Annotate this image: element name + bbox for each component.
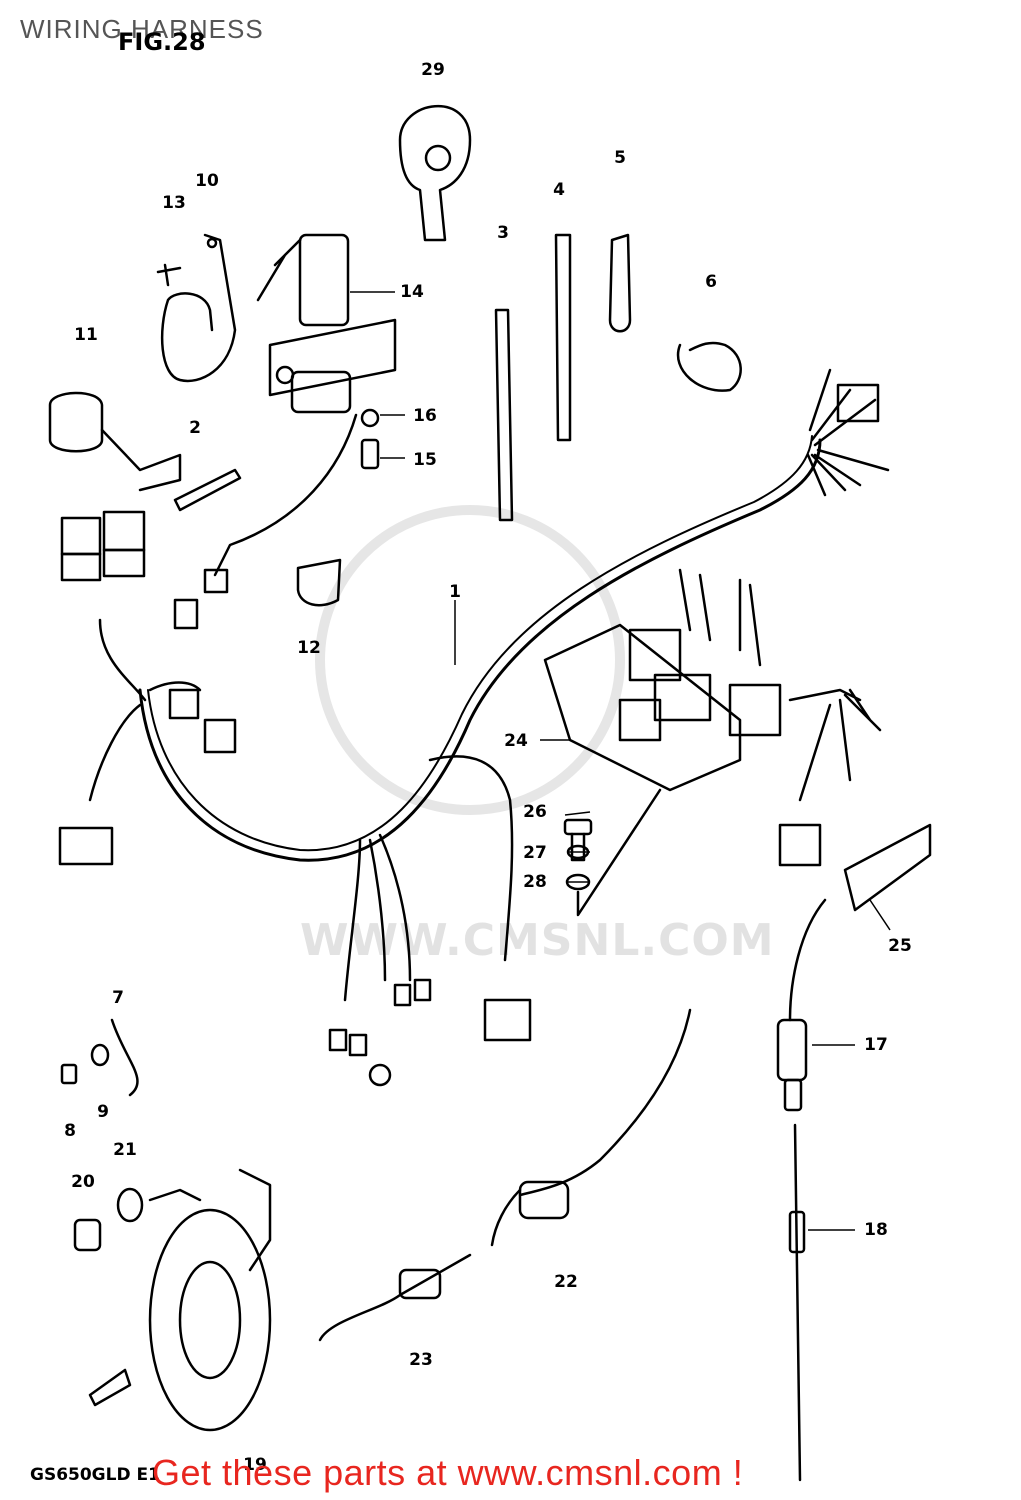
callout-24: 24 bbox=[504, 731, 528, 751]
callout-4: 4 bbox=[553, 180, 565, 200]
callout-1: 1 bbox=[449, 582, 461, 602]
callout-15: 15 bbox=[413, 450, 437, 470]
page-title: WIRING HARNESS bbox=[20, 14, 264, 44]
callout-29: 29 bbox=[421, 60, 445, 80]
figure-label: FIG.28 bbox=[118, 28, 206, 56]
callout-16: 16 bbox=[413, 406, 437, 426]
cmsnl-parts-link[interactable]: Get these parts at www.cmsnl.com ! bbox=[152, 1452, 744, 1493]
callout-2: 2 bbox=[189, 418, 201, 438]
callout-12: 12 bbox=[297, 638, 321, 658]
callout-3: 3 bbox=[497, 223, 509, 243]
main-harness bbox=[138, 438, 822, 862]
callout-19: 19 bbox=[243, 1455, 267, 1475]
callout-25: 25 bbox=[888, 936, 912, 956]
callout-28: 28 bbox=[523, 872, 547, 892]
callout-23: 23 bbox=[409, 1350, 433, 1370]
callout-11: 11 bbox=[74, 325, 98, 345]
callout-17: 17 bbox=[864, 1035, 888, 1055]
callout-18: 18 bbox=[864, 1220, 888, 1240]
watermark: WWW.CMSNL.COM bbox=[300, 915, 775, 966]
callout-10: 10 bbox=[195, 171, 219, 191]
callout-9: 9 bbox=[97, 1102, 109, 1122]
callout-5: 5 bbox=[614, 148, 626, 168]
watermark-logo bbox=[315, 505, 625, 815]
callout-6: 6 bbox=[705, 272, 717, 292]
callout-20: 20 bbox=[71, 1172, 95, 1192]
callout-8: 8 bbox=[64, 1121, 76, 1141]
callout-26: 26 bbox=[523, 802, 547, 822]
callout-13: 13 bbox=[162, 193, 186, 213]
callout-14: 14 bbox=[400, 282, 424, 302]
model-code: GS650GLD E1 bbox=[30, 1465, 160, 1485]
callout-21: 21 bbox=[113, 1140, 137, 1160]
callout-27: 27 bbox=[523, 843, 547, 863]
callout-7: 7 bbox=[112, 988, 124, 1008]
callout-22: 22 bbox=[554, 1272, 578, 1292]
